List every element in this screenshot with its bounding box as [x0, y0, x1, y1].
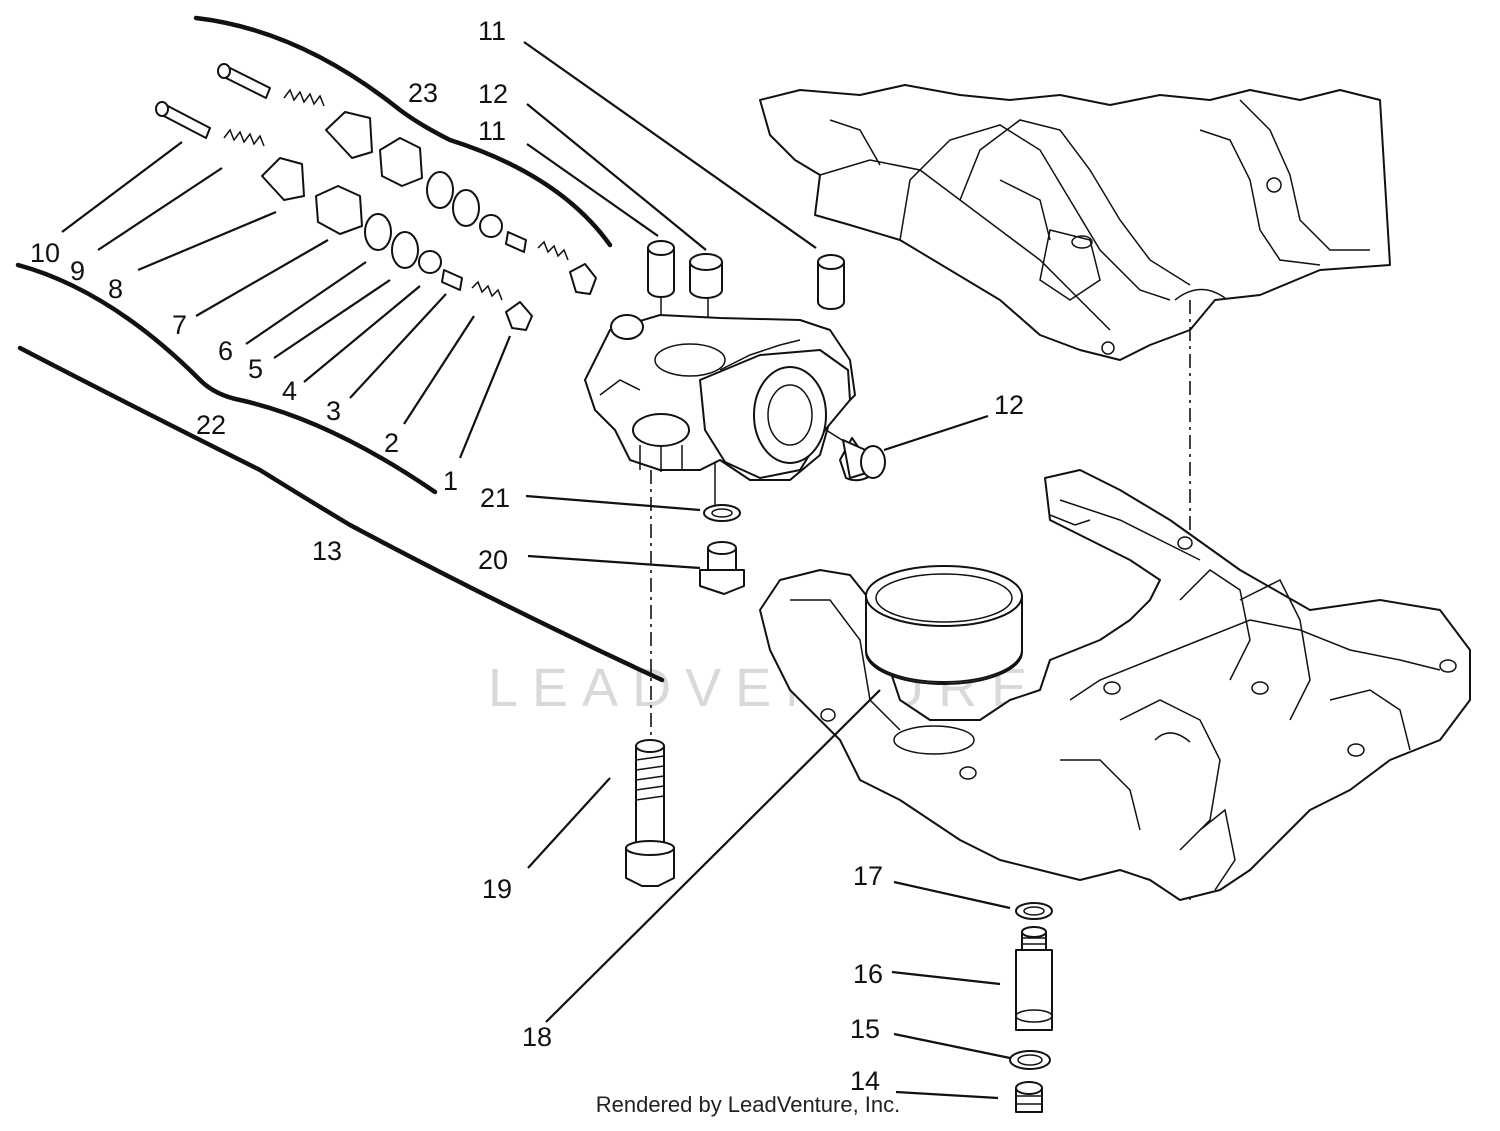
callout-4: 4	[282, 376, 297, 406]
callout-9: 9	[70, 256, 85, 286]
callout-labels: 1 2 3 4 5 6 7 8 9 10 11 11 12 12 13 14 1…	[30, 16, 1024, 1096]
callout-2: 2	[384, 428, 399, 458]
callout-3: 3	[326, 396, 341, 426]
plug-14	[1015, 1081, 1043, 1113]
bushing-12-side	[839, 437, 886, 482]
callout-12-side: 12	[994, 390, 1024, 420]
callout-14: 14	[850, 1066, 880, 1096]
valve-kit-22	[155, 101, 533, 331]
callout-12-top: 12	[478, 79, 508, 109]
upper-housing	[759, 84, 1391, 361]
render-credit: Rendered by LeadVenture, Inc.	[595, 1092, 901, 1117]
seal-ring	[865, 565, 1023, 685]
callout-5: 5	[248, 354, 263, 384]
bolt-19	[625, 739, 675, 887]
bushing-11-left	[647, 240, 675, 298]
leader-lines	[61, 41, 1011, 1100]
seal-17	[1015, 902, 1053, 920]
callout-8: 8	[108, 274, 123, 304]
bushing-11-right	[817, 254, 845, 310]
brace-22	[15, 262, 438, 495]
valve-kit-23	[217, 63, 597, 295]
bushing-12-top	[689, 253, 723, 299]
callout-17: 17	[853, 861, 883, 891]
callout-18: 18	[522, 1022, 552, 1052]
callout-20: 20	[478, 545, 508, 575]
washer-21	[703, 504, 741, 522]
callout-16: 16	[853, 959, 883, 989]
callout-6: 6	[218, 336, 233, 366]
callout-23: 23	[408, 78, 438, 108]
callout-11-top: 11	[478, 16, 506, 46]
callout-22: 22	[196, 410, 226, 440]
callout-21: 21	[480, 483, 510, 513]
valve-body	[584, 314, 856, 481]
plug-20	[699, 541, 745, 595]
callout-19: 19	[482, 874, 512, 904]
callout-10: 10	[30, 238, 60, 268]
callout-13: 13	[312, 536, 342, 566]
seal-15	[1009, 1050, 1051, 1070]
callout-1: 1	[443, 466, 458, 496]
callout-7: 7	[172, 310, 187, 340]
callout-15: 15	[850, 1014, 880, 1044]
lower-housing	[759, 469, 1471, 901]
brace-13	[17, 345, 665, 683]
brace-23	[193, 15, 613, 248]
callout-11-lower: 11	[478, 116, 506, 146]
fitting-16	[1015, 926, 1053, 1031]
